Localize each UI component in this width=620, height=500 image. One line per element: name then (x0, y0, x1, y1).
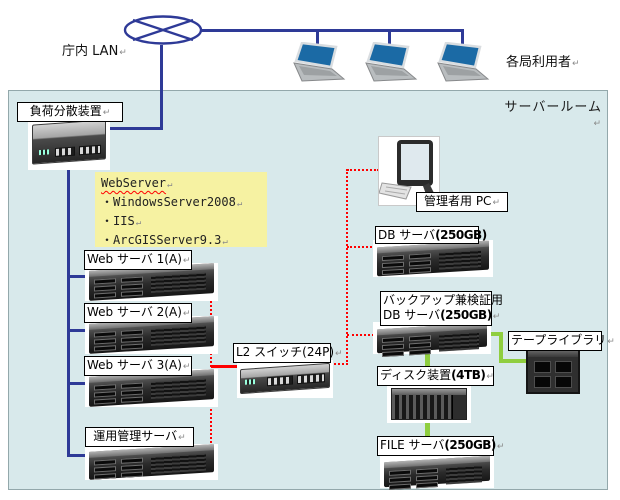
lan-to-room-line (160, 45, 163, 130)
rack-server-icon (377, 322, 487, 358)
laptop-icon-2 (365, 42, 418, 82)
l2-switch-backdrop (237, 360, 333, 398)
switch-icon (240, 362, 330, 395)
backup-db-server-backdrop (373, 322, 491, 358)
green-disk-to-file (425, 420, 430, 438)
red-stub-dbserver (347, 246, 375, 248)
note-item: ・IIS↵ (101, 214, 142, 228)
disk-device-backdrop (387, 385, 471, 423)
red-line-switch-to-trunk (318, 363, 348, 365)
trunk-opsserver-stub (69, 454, 91, 457)
file-server-label: FILE サーバ(250GB)↵ (377, 436, 504, 456)
disk-device-label: ディスク装置(4TB)↵ (377, 366, 494, 386)
laptop2-drop-line (388, 31, 391, 46)
red-stub-adminpc (347, 169, 379, 171)
web-server-2-label: Web サーバ 2(A)↵ (84, 303, 192, 323)
backup-db-server-label: バックアップ兼検証用 DB サーバ(250GB)↵ (380, 291, 503, 326)
rack-server-icon (384, 455, 490, 490)
trunk-webserver1-stub (69, 275, 91, 278)
tape-library-icon (526, 348, 580, 394)
l2-switch-label: L2 スイッチ(24P)↵ (233, 343, 343, 363)
note-title: WebServer (101, 176, 167, 190)
note-item: ・ArcGISServer9.3↵ (101, 233, 228, 247)
laptop-icon-3 (437, 42, 490, 82)
laptop3-drop-line (461, 31, 464, 46)
rack-server-icon (89, 444, 214, 480)
red-trunk-left (210, 278, 212, 458)
lan-label: 庁内 LAN↵ (62, 44, 127, 59)
green-backup-to-disk (425, 349, 430, 368)
tape-library-label: テープライブラリ↵ (508, 331, 615, 351)
file-server-backdrop (380, 455, 494, 490)
laptop1-drop-line (316, 31, 319, 46)
webserver-note: WebServer↵ ・WindowsServer2008↵ ・IIS↵ ・Ar… (95, 172, 267, 247)
users-label: 各局利用者↵ (506, 55, 580, 70)
trunk-webserver3-stub (69, 382, 91, 385)
green-backup-to-tape-2 (499, 332, 503, 363)
lan-to-loadbalancer-line (106, 127, 163, 130)
note-item: ・WindowsServer2008↵ (101, 195, 243, 209)
red-stub-backupserver (347, 334, 378, 336)
ops-server-label: 運用管理サーバ↵ (85, 427, 194, 447)
db-server-backdrop (373, 240, 493, 277)
load-balancer-backdrop (28, 114, 110, 170)
web-server-3-label: Web サーバ 3(A)↵ (84, 356, 192, 376)
network-node-icon (123, 15, 203, 45)
trunk-webserver2-stub (69, 329, 91, 332)
laptop-icon-1 (293, 42, 346, 82)
db-server-label: DB サーバ(250GB) (375, 226, 487, 244)
rack-server-icon (377, 240, 489, 277)
desktop-pc-icon (379, 140, 435, 200)
admin-pc-label: 管理者用 PC↵ (416, 192, 508, 212)
red-line-to-switch (211, 365, 248, 368)
green-backup-to-tape-3 (499, 359, 531, 363)
load-balancer-icon (32, 119, 106, 165)
ops-server-backdrop (85, 444, 218, 480)
load-balancer-label: 負荷分散装置↵ (17, 102, 123, 122)
server-room-label: サーバールーム↵ (504, 100, 602, 129)
red-trunk-right (346, 169, 348, 365)
disk-array-icon (391, 388, 467, 420)
lan-backbone-line (197, 29, 464, 32)
web-server-1-label: Web サーバ 1(A)↵ (84, 250, 192, 270)
loadbalancer-trunk-line (67, 162, 70, 457)
